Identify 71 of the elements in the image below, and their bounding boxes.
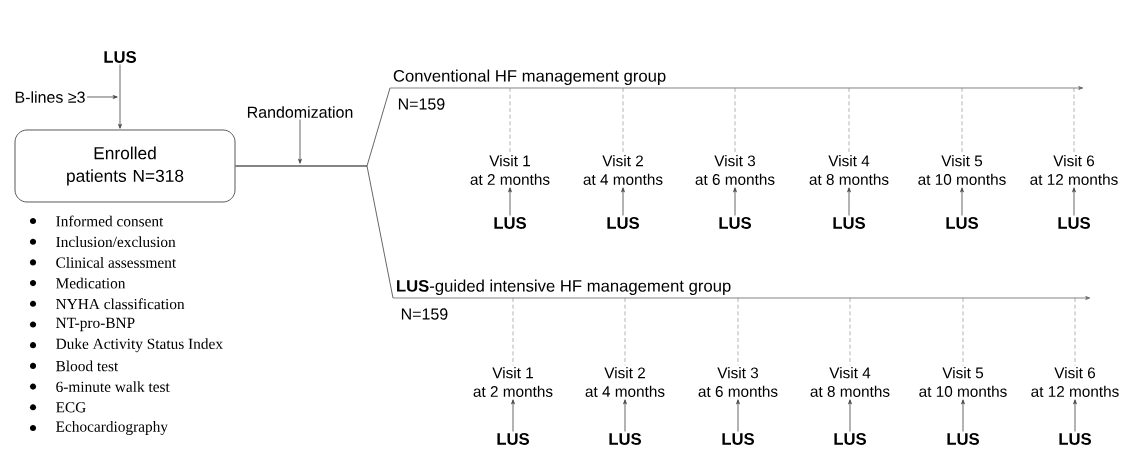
list-item: Clinical assessment [56, 257, 177, 268]
arrow [961, 399, 965, 432]
dotted-line [1074, 297, 1076, 366]
arrow [733, 187, 737, 216]
visit-label: Visit 5 at 10 months [918, 155, 1006, 185]
label-text: LUS [719, 217, 751, 229]
arrow [623, 399, 627, 432]
list-item: Inclusion/exclusion [56, 236, 176, 248]
visit-label: Visit 4 at 8 months [810, 367, 890, 397]
visit-label: Visit 5 at 10 months [919, 367, 1007, 397]
arrow [960, 187, 964, 216]
visit-label: Visit 3 at 6 months [695, 155, 775, 185]
list-item: 6-minute walk test [56, 381, 170, 392]
list-item: NT-pro-BNP [56, 317, 135, 332]
label-text: LUS [834, 433, 866, 445]
dotted-line [624, 297, 626, 366]
list-item: Duke Activity Status Index [56, 338, 223, 353]
dotted-line [962, 297, 964, 366]
count-label: N=159 [398, 98, 445, 110]
dotted-line [961, 87, 963, 154]
label-text: LUS [947, 433, 979, 445]
arrow [298, 119, 302, 164]
label-text: B-lines ≥3 [15, 91, 85, 103]
label-text: LUS [609, 433, 641, 445]
list-item: Blood test [56, 360, 119, 372]
arrow [511, 399, 515, 432]
list-item: Medication [56, 277, 126, 289]
visit-label: Visit 2 at 4 months [585, 367, 665, 397]
arrow [621, 187, 625, 216]
arrow [736, 399, 740, 432]
dotted-line [849, 297, 851, 366]
label-text: Randomization [247, 106, 353, 118]
visit-label: Visit 3 at 6 months [698, 367, 778, 397]
visit-label: Visit 6 at 12 months [1030, 155, 1118, 185]
arrow [1073, 399, 1077, 432]
visit-label: Visit 1 at 2 months [473, 367, 553, 397]
dotted-line [509, 87, 511, 154]
label-text: LUS [607, 217, 639, 229]
label-text: LUS [833, 217, 865, 229]
label-text: LUS [946, 217, 978, 229]
label-text: LUS [104, 51, 136, 63]
dotted-line [622, 87, 624, 154]
label-text: LUS [1059, 433, 1091, 445]
dotted-line [734, 87, 736, 154]
group-heading: LUS-guided intensive HF management group [397, 279, 731, 296]
arrow [86, 95, 118, 99]
dotted-line [848, 87, 850, 154]
list-item: ECG [56, 402, 86, 413]
list-item: Echocardiography [56, 421, 168, 435]
arrow [847, 187, 851, 216]
count-label: N=159 [401, 308, 448, 320]
dotted-line [512, 297, 514, 366]
label-text: LUS [494, 217, 526, 229]
list-item: Informed consent [56, 215, 164, 227]
visit-label: Visit 4 at 8 months [809, 155, 889, 185]
arrow [508, 187, 512, 216]
group-heading: Conventional HF management group [393, 69, 666, 86]
arrow [1072, 187, 1076, 216]
visit-label: Visit 2 at 4 months [583, 155, 663, 185]
connector-line [235, 165, 394, 299]
list-item: NYHA classification [56, 298, 185, 310]
label-text: LUS [722, 433, 754, 445]
dotted-line [1073, 87, 1075, 154]
arrow [118, 64, 122, 129]
visit-label: Visit 6 at 12 months [1031, 367, 1119, 397]
label-text: LUS [497, 433, 529, 445]
process-box: Enrolled patients N=318 [14, 129, 236, 203]
visit-label: Visit 1 at 2 months [470, 155, 550, 185]
arrow [848, 399, 852, 432]
label-text: LUS [1058, 217, 1090, 229]
dotted-line [737, 297, 739, 366]
